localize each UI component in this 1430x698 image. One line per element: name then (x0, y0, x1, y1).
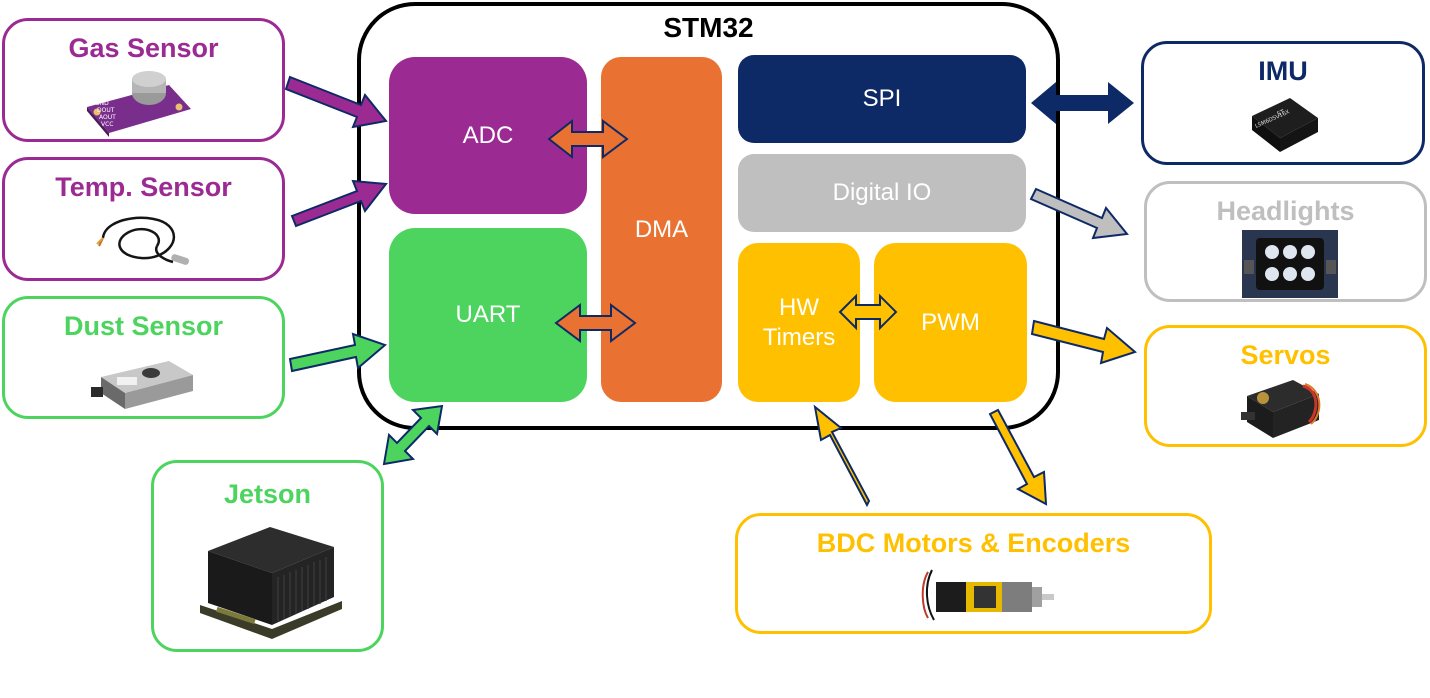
bdc-motors-card: BDC Motors & Encoders (735, 513, 1212, 634)
dust-sensor-module-icon (91, 361, 193, 409)
uart-jetson-arrow (382, 404, 444, 466)
temp-to-adc-arrow (290, 179, 388, 228)
dust-sensor-card: Dust Sensor (2, 296, 285, 419)
digital-io-to-headlights-arrow (1029, 187, 1129, 240)
dust-sensor-title: Dust Sensor (63, 311, 224, 341)
gas-pin-aout: AOUT (99, 114, 116, 121)
servos-card: Servos (1144, 325, 1427, 447)
digital-io-block: Digital IO (738, 154, 1026, 232)
imu-chip-icon: ST LSM6DSV16X (1252, 98, 1318, 152)
servos-title: Servos (1240, 340, 1331, 370)
imu-title: IMU (1258, 56, 1308, 86)
dma-block: DMA (601, 57, 722, 402)
gas-pin-vcc: VCC (101, 121, 113, 128)
adc-dma-arrow (547, 118, 629, 160)
uart-dma-arrow (554, 303, 637, 343)
digital-io-label: Digital IO (832, 179, 932, 206)
uart-label: UART (455, 301, 521, 328)
temp-sensor-card: Temp. Sensor (2, 157, 285, 281)
jetson-card: Jetson (151, 460, 384, 652)
pwm-to-servos-arrow (1030, 319, 1138, 365)
dc-motor-icon (921, 569, 1054, 621)
adc-label: ADC (462, 121, 514, 149)
imu-card: IMU ST LSM6DSV16X (1141, 41, 1425, 165)
gas-to-adc-arrow (284, 75, 388, 129)
motors-to-timers-arrow (813, 404, 871, 508)
pwm-to-motors-arrow (988, 408, 1048, 506)
servo-motor-icon (1241, 380, 1321, 438)
timers-pwm-arrow (838, 293, 898, 331)
dma-label: DMA (634, 215, 689, 243)
spi-imu-arrow (1031, 82, 1134, 124)
headlights-title: Headlights (1216, 196, 1355, 226)
svg-text:ST: ST (1276, 108, 1286, 118)
gas-pin-dout: DOUT (97, 107, 115, 114)
temp-sensor-title: Temp. Sensor (55, 172, 232, 202)
spi-block: SPI (738, 55, 1026, 143)
hw-timers-label-line1: HW (779, 293, 819, 321)
pwm-block: PWM (874, 243, 1027, 402)
bdc-motors-title: BDC Motors & Encoders (816, 528, 1131, 558)
headlights-card: Headlights (1144, 181, 1427, 302)
temperature-probe-icon (96, 216, 190, 265)
jetson-module-icon (200, 527, 342, 639)
spi-label: SPI (862, 85, 902, 112)
led-headlight-icon (1242, 230, 1338, 298)
hw-timers-label-line2: Timers (762, 323, 836, 351)
uart-block: UART (389, 228, 587, 402)
mcu-title: STM32 (663, 12, 754, 43)
dust-to-uart-arrow (288, 332, 387, 373)
pwm-label: PWM (921, 308, 980, 336)
gas-sensor-title: Gas Sensor (68, 33, 219, 63)
gas-sensor-card: Gas Sensor GND DOUT AOUT VCC (2, 18, 285, 142)
hw-timers-block: HW Timers (738, 243, 860, 402)
jetson-title: Jetson (223, 479, 312, 509)
gas-sensor-board-icon: GND DOUT AOUT VCC (87, 71, 191, 137)
gas-pin-gnd: GND (95, 100, 109, 107)
